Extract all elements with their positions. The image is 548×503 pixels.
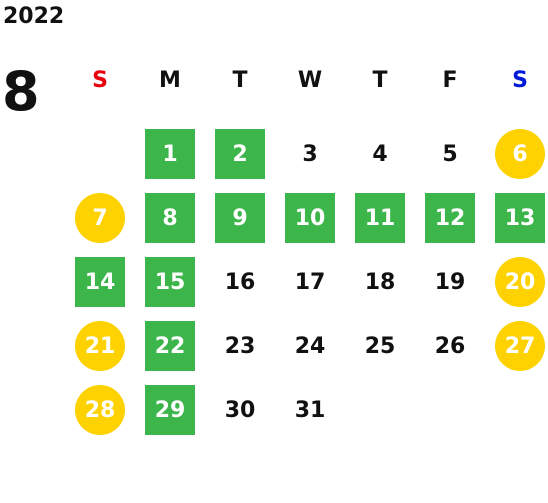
day-cell[interactable]: 6 (485, 122, 548, 186)
day-number: 16 (224, 269, 256, 295)
day-cell[interactable]: 25 (345, 314, 415, 378)
day-cell[interactable]: 17 (275, 250, 345, 314)
day-number: 17 (294, 269, 326, 295)
day-number: 6 (495, 129, 545, 179)
day-cell (65, 122, 135, 186)
day-number: 27 (495, 321, 545, 371)
day-cell[interactable]: 5 (415, 122, 485, 186)
day-cell[interactable]: 9 (205, 186, 275, 250)
day-number: 11 (355, 193, 405, 243)
day-number: 15 (145, 257, 195, 307)
day-number: 26 (434, 333, 466, 359)
weekday-header: S (92, 67, 108, 93)
day-cell[interactable]: 7 (65, 186, 135, 250)
day-cell[interactable]: 8 (135, 186, 205, 250)
day-number: 14 (75, 257, 125, 307)
day-cell (345, 378, 415, 442)
day-number: 23 (224, 333, 256, 359)
day-number: 29 (145, 385, 195, 435)
day-cell[interactable]: 4 (345, 122, 415, 186)
day-cell[interactable]: 14 (65, 250, 135, 314)
day-cell[interactable]: 18 (345, 250, 415, 314)
day-cell[interactable]: 23 (205, 314, 275, 378)
year-label: 2022 (3, 4, 65, 29)
day-cell[interactable]: 27 (485, 314, 548, 378)
day-cell[interactable]: 3 (275, 122, 345, 186)
day-cell[interactable]: 16 (205, 250, 275, 314)
day-number: 1 (145, 129, 195, 179)
day-number: 21 (75, 321, 125, 371)
weekday-header: F (442, 67, 458, 93)
day-cell[interactable]: 13 (485, 186, 548, 250)
day-number: 9 (215, 193, 265, 243)
day-number: 31 (294, 397, 326, 423)
day-cell[interactable]: 1 (135, 122, 205, 186)
day-number: 3 (302, 141, 318, 167)
day-cell[interactable]: 15 (135, 250, 205, 314)
day-cell[interactable]: 29 (135, 378, 205, 442)
weekday-header: M (159, 67, 181, 93)
day-number: 24 (294, 333, 326, 359)
day-number: 8 (145, 193, 195, 243)
day-cell[interactable]: 30 (205, 378, 275, 442)
weekday-header: T (372, 67, 388, 93)
day-cell[interactable]: 24 (275, 314, 345, 378)
day-cell[interactable]: 20 (485, 250, 548, 314)
day-number: 5 (442, 141, 458, 167)
day-number: 22 (145, 321, 195, 371)
day-cell[interactable]: 21 (65, 314, 135, 378)
day-number: 30 (224, 397, 256, 423)
day-cell[interactable]: 26 (415, 314, 485, 378)
day-number: 7 (75, 193, 125, 243)
day-cell[interactable]: 2 (205, 122, 275, 186)
weekday-header: S (512, 67, 528, 93)
day-cell[interactable]: 31 (275, 378, 345, 442)
day-number: 18 (364, 269, 396, 295)
day-number: 10 (285, 193, 335, 243)
day-number: 4 (372, 141, 388, 167)
day-cell[interactable]: 22 (135, 314, 205, 378)
day-number: 19 (434, 269, 466, 295)
day-cell[interactable]: 19 (415, 250, 485, 314)
day-cell (485, 378, 548, 442)
day-cell[interactable]: 11 (345, 186, 415, 250)
day-cell (415, 378, 485, 442)
day-number: 13 (495, 193, 545, 243)
weekday-header: T (232, 67, 248, 93)
day-number: 25 (364, 333, 396, 359)
day-cell[interactable]: 28 (65, 378, 135, 442)
day-number: 2 (215, 129, 265, 179)
weekday-header: W (297, 67, 323, 93)
day-cell[interactable]: 12 (415, 186, 485, 250)
day-number: 28 (75, 385, 125, 435)
day-cell[interactable]: 10 (275, 186, 345, 250)
day-number: 20 (495, 257, 545, 307)
day-number: 12 (425, 193, 475, 243)
month-label: 8 (2, 60, 40, 123)
